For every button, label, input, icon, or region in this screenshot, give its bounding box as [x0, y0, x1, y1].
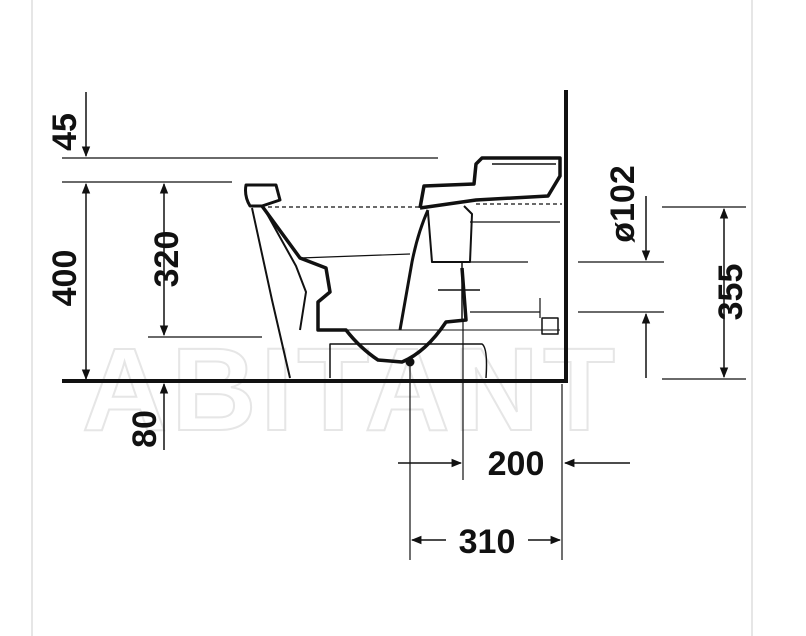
- outlet-center: [405, 357, 415, 367]
- dim-label-diameter-102: ø102: [604, 165, 642, 243]
- bowl-inner-right: [398, 209, 430, 331]
- dim-label-80: 80: [126, 410, 164, 448]
- dim-label-355: 355: [712, 264, 750, 321]
- bowl-outer: [260, 204, 468, 364]
- water-surface: [299, 253, 411, 259]
- dimension-arrows: [81, 92, 729, 545]
- dim-label-310: 310: [459, 523, 516, 561]
- tank-assembly: [418, 156, 562, 210]
- dim-label-400: 400: [46, 250, 84, 307]
- toilet-front-outer: [251, 207, 291, 379]
- tank-inner: [427, 205, 473, 263]
- dim-label-320: 320: [148, 231, 186, 288]
- dim-label-200: 200: [488, 445, 545, 483]
- extension-lines: [62, 157, 746, 560]
- toilet-body: [244, 156, 562, 379]
- floor-plinth: [329, 343, 488, 379]
- wall-and-floor: [62, 90, 568, 383]
- wall-fixture: [541, 317, 559, 335]
- dimension-labels: 45 400 320 80 ø102 355 200 310: [46, 113, 750, 561]
- dim-label-45: 45: [46, 113, 84, 151]
- watermark-text: ABITANT: [82, 324, 619, 456]
- toilet-rim: [244, 183, 282, 208]
- page-frame: [31, 0, 753, 636]
- bowl-inner: [265, 211, 307, 331]
